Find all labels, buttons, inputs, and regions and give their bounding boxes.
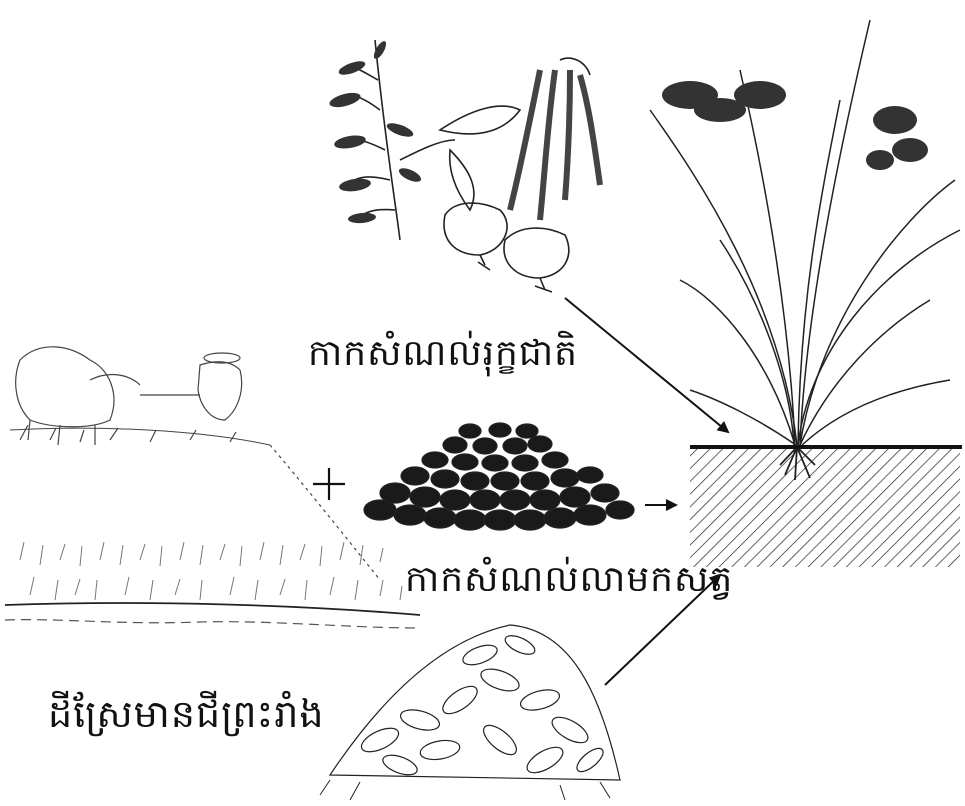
- rice-plant-illustration: [650, 20, 960, 480]
- plus-icon: [313, 468, 345, 500]
- legume-plant-illustration: [328, 39, 600, 292]
- plowing-scene-illustration: [5, 347, 420, 628]
- leaf-pile-illustration: [320, 625, 620, 800]
- soil-block: [690, 447, 962, 567]
- arrow-plant-to-soil: [565, 298, 728, 432]
- green-manure-field-label: ដីស្រែមានជីព្រះរាំង: [48, 690, 325, 746]
- plant-residue-label: កាកសំណល់រុក្ខជាតិ: [308, 330, 578, 383]
- manure-pile-illustration: [364, 423, 634, 530]
- animal-manure-label: កាកសំណល់លាមកសត្វ: [405, 556, 733, 609]
